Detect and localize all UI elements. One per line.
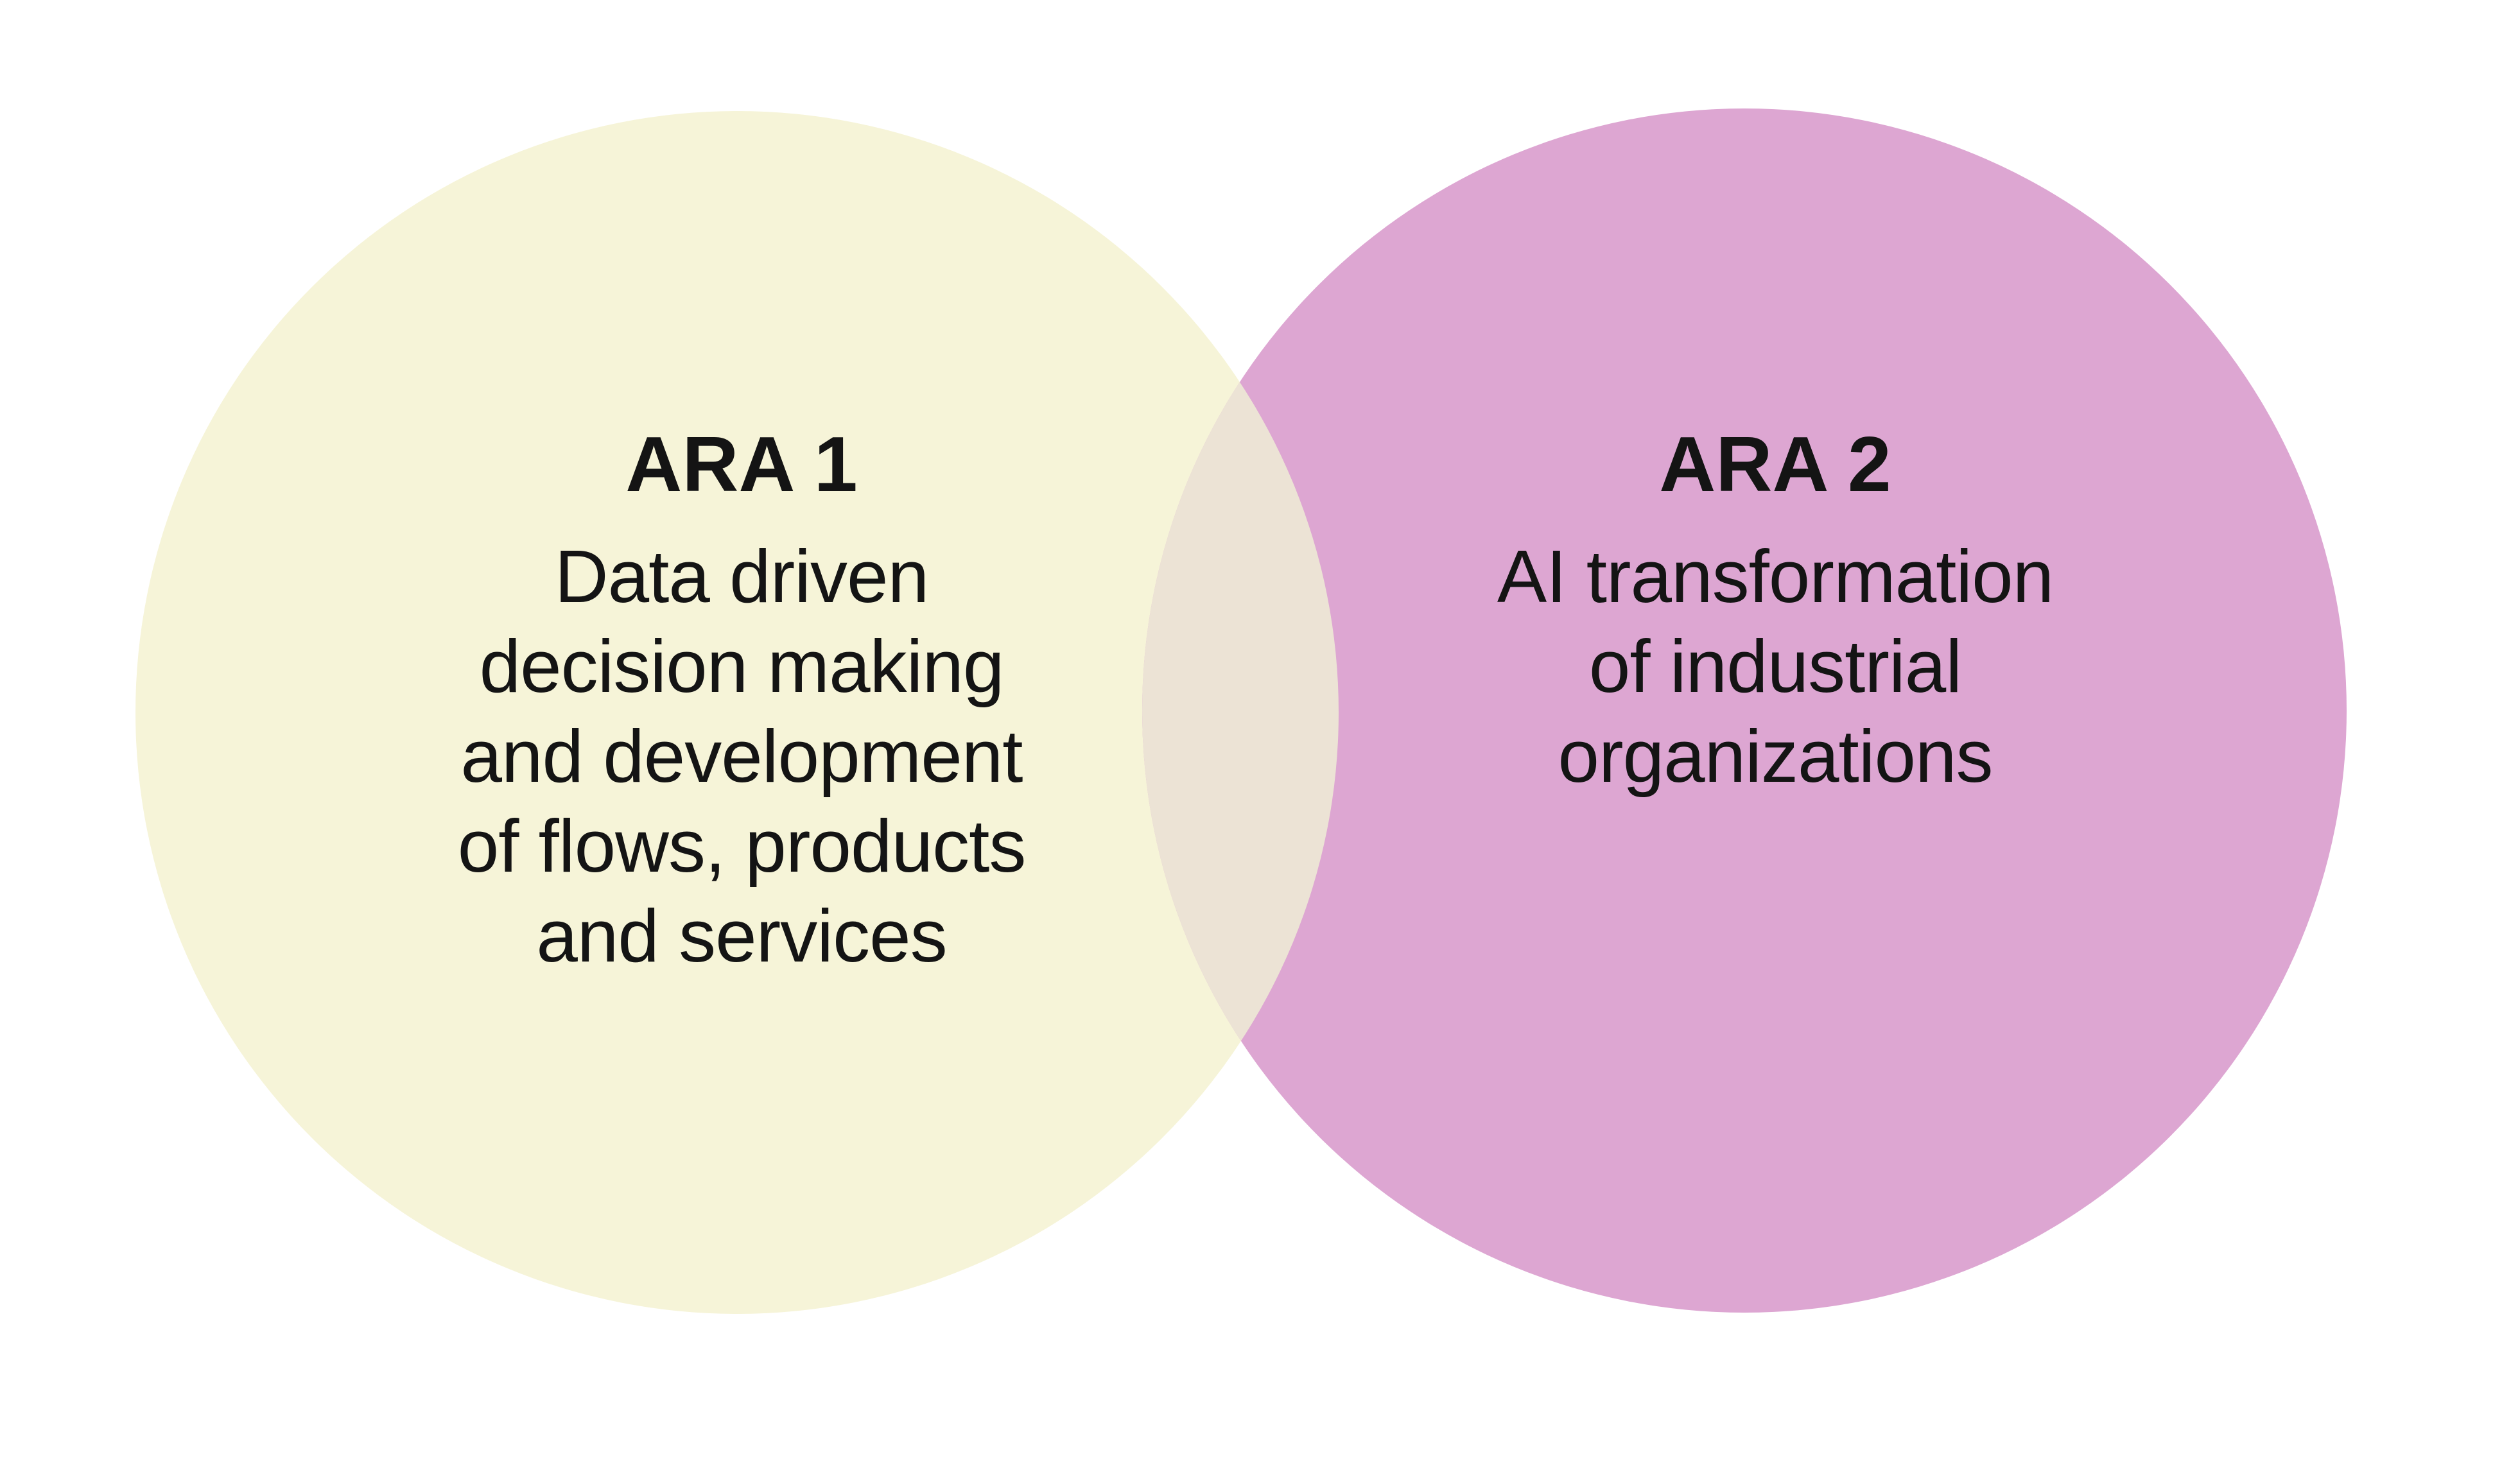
ara1-circle (135, 111, 1339, 1314)
ara2-label: ARA 2 AI transformation of industrial or… (1497, 416, 2054, 801)
ara1-line: and development (460, 714, 1023, 798)
ara1-line: and services (536, 894, 947, 978)
ara2-line: AI transformation (1497, 535, 2054, 618)
ara1-line: decision making (479, 625, 1005, 708)
ara2-line: of industrial (1588, 625, 1962, 708)
ara2-line: organizations (1558, 714, 1993, 798)
ara2-circle (1142, 108, 2347, 1313)
ara1-line: of flows, products (457, 804, 1027, 888)
ara2-title: ARA 2 (1659, 420, 1891, 508)
ara1-label: ARA 1 Data driven decision making and de… (457, 416, 1027, 981)
ara1-line: Data driven (554, 535, 929, 618)
ara1-title: ARA 1 (625, 420, 858, 508)
